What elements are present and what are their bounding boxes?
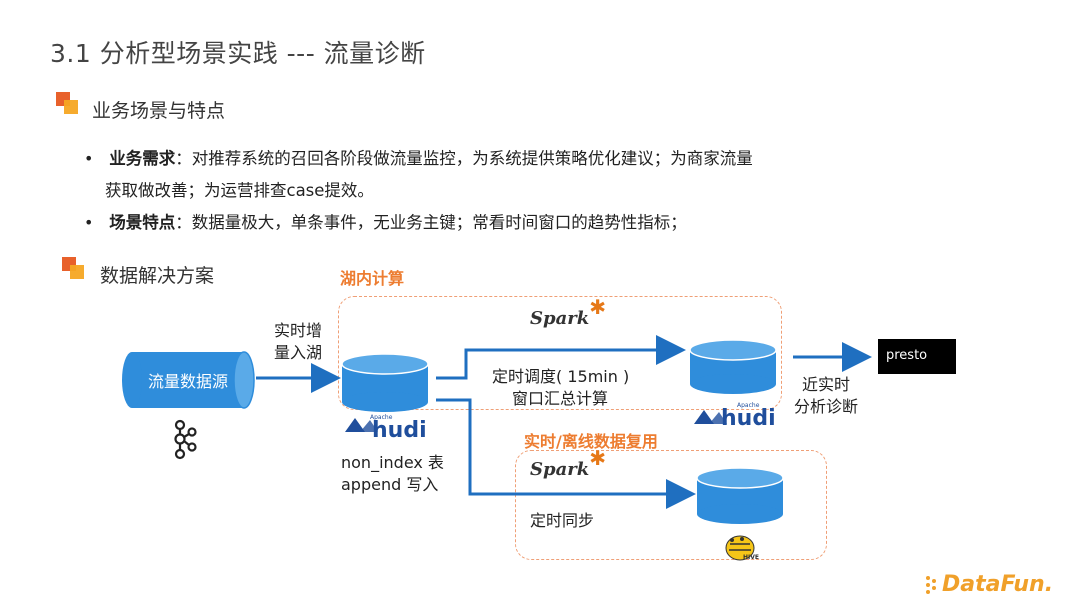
datafun-logo-dots [926, 576, 936, 594]
spark-star-icon: ✱ [589, 446, 606, 470]
bullet-text: ：数据量极大，单条事件，无业务主键；常看时间窗口的趋势性指标； [175, 213, 687, 232]
presto-logo-text: presto [886, 348, 928, 363]
hudi-note-1: non_index 表 [341, 453, 444, 472]
section-bullet-icon [56, 92, 78, 114]
bullet-text: ：对推荐系统的召回各阶段做流量监控，为系统提供策略优化建议；为商家流量 [175, 149, 753, 168]
bullet-dot-icon: • [84, 213, 94, 232]
bullet-continuation: 获取做改善；为运营排查case提效。 [105, 181, 374, 200]
source-cylinder [122, 351, 255, 409]
sync-label: 定时同步 [530, 511, 595, 530]
datafun-logo: DataFun. [942, 572, 1054, 597]
hudi-note-2: append 写入 [341, 475, 439, 494]
hudi-logo-small-2: Apache [737, 402, 760, 409]
arrow-sync [436, 398, 696, 509]
hudi-table-cylinder [341, 353, 429, 412]
output-label-1: 近实时 [802, 375, 851, 394]
source-label: 流量数据源 [147, 372, 228, 391]
lake-compute-label: 湖内计算 [340, 269, 405, 288]
bullet-item: • 场景特点：数据量极大，单条事件，无业务主键；常看时间窗口的趋势性指标； [84, 207, 753, 239]
hudi-logo-mark-2 [694, 410, 727, 424]
spark-logo-text: Spark [530, 308, 590, 329]
ingest-label-2: 量入湖 [274, 343, 323, 362]
hudi-logo-mark [345, 418, 378, 432]
section-heading-solution: 数据解决方案 [100, 265, 215, 287]
reuse-group-label: 实时/离线数据复用 [524, 432, 658, 451]
spark-logo: Spark✱ [530, 295, 606, 329]
hudi-logo-text: hudi [372, 418, 427, 443]
spark-star-icon: ✱ [589, 295, 606, 319]
spark-logo-text: Spark [530, 459, 590, 480]
hive-icon [725, 535, 755, 561]
arrow-schedule [436, 335, 686, 380]
output-label-2: 分析诊断 [794, 397, 859, 416]
schedule-label-1: 定时调度( 15min ) [492, 367, 630, 386]
hive-table-cylinder [696, 467, 784, 524]
lake-compute-box [338, 296, 782, 410]
bullet-head: 场景特点 [109, 213, 176, 232]
bullet-dot-icon: • [84, 149, 94, 168]
kafka-icon [174, 419, 197, 460]
bullet-head: 业务需求 [109, 149, 176, 168]
schedule-label-2: 窗口汇总计算 [512, 389, 609, 408]
window-result-cylinder [689, 339, 777, 394]
section-bullet-icon [62, 257, 84, 279]
spark-logo-2: Spark✱ [530, 446, 606, 480]
reuse-box [515, 450, 827, 560]
hudi-logo-small: Apache [370, 414, 393, 421]
hive-logo-text: HIVE [743, 554, 759, 561]
bullet-list: • 业务需求：对推荐系统的召回各阶段做流量监控，为系统提供策略优化建议；为商家流… [84, 143, 753, 239]
bullet-item: • 业务需求：对推荐系统的召回各阶段做流量监控，为系统提供策略优化建议；为商家流… [84, 143, 753, 175]
ingest-label-1: 实时增 [274, 321, 323, 340]
hudi-logo-text-2: hudi [721, 406, 776, 431]
page-title: 3.1 分析型场景实践 --- 流量诊断 [50, 39, 426, 68]
section-heading-business: 业务场景与特点 [92, 100, 226, 122]
presto-logo: presto [878, 339, 956, 374]
